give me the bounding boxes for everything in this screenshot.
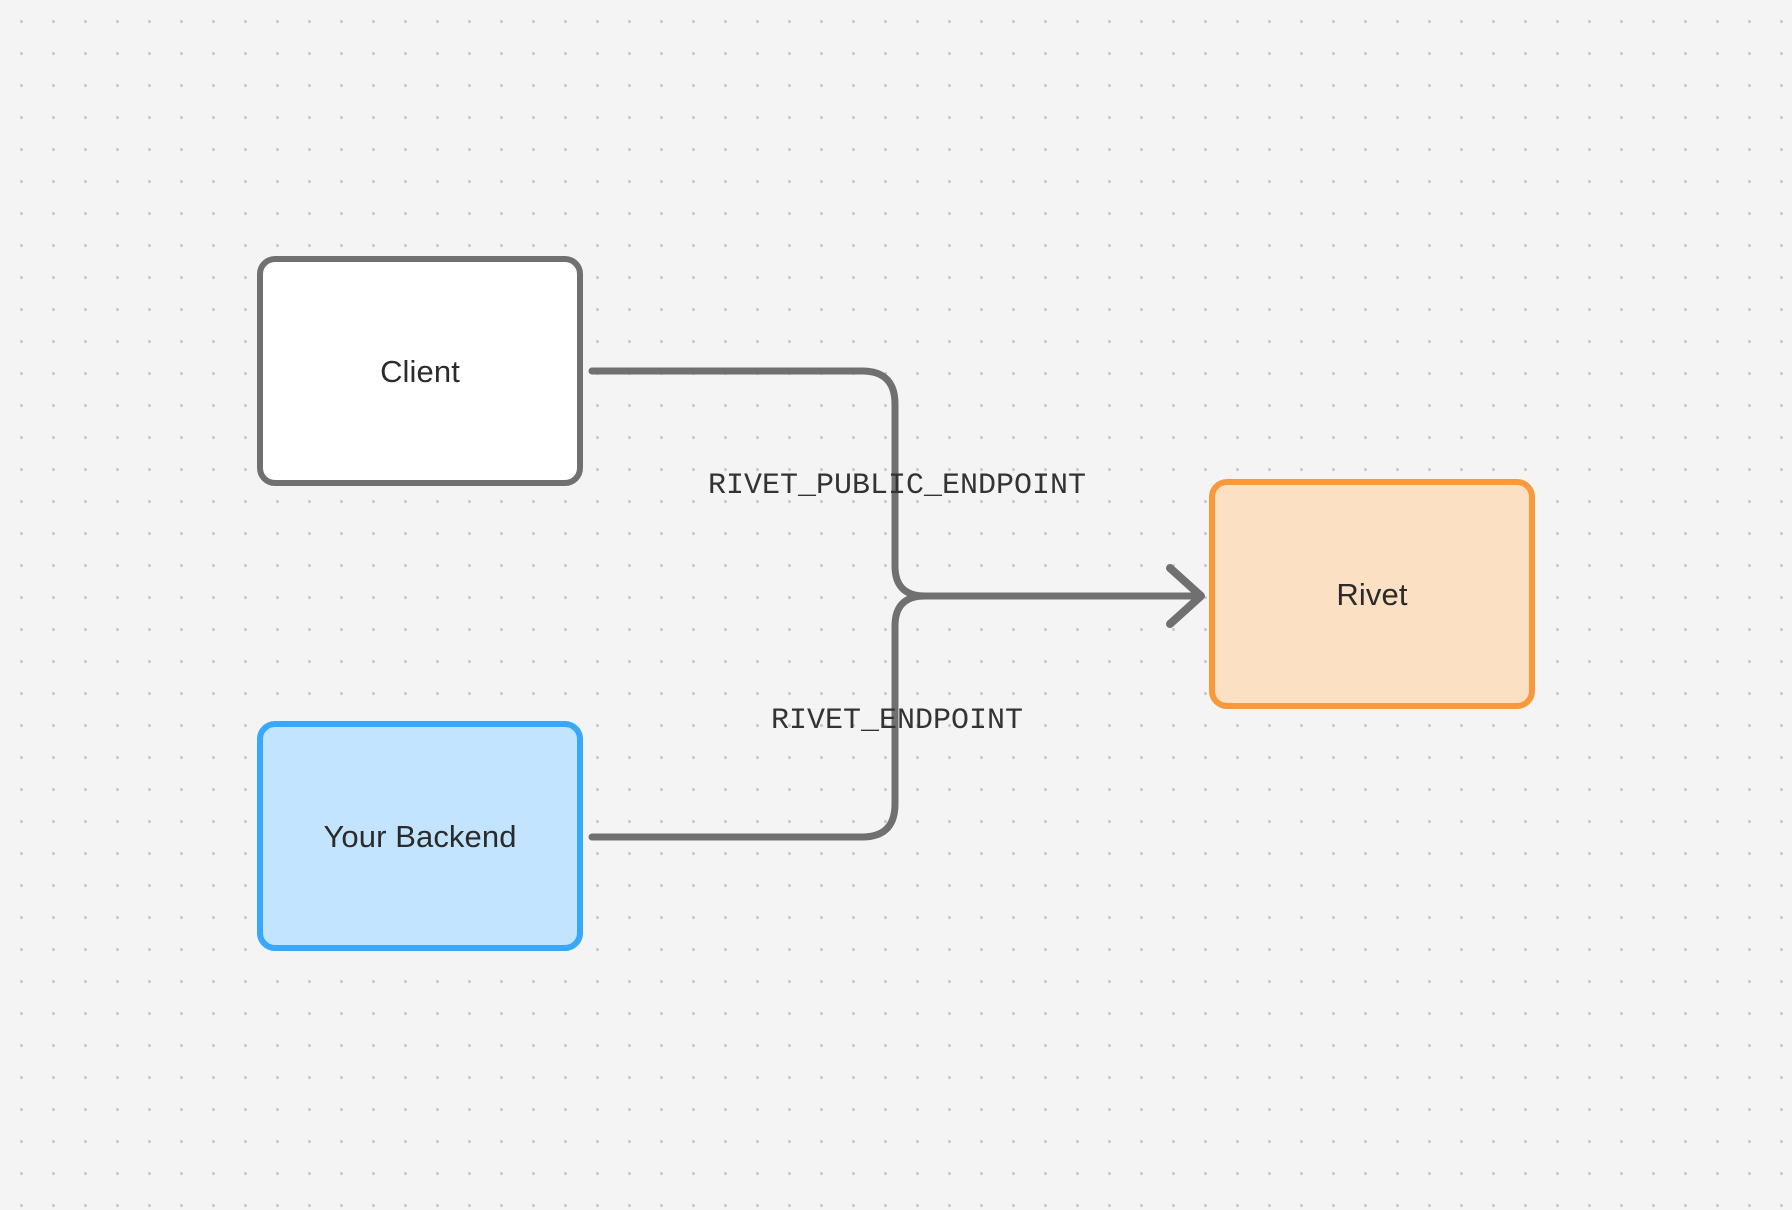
node-client[interactable]: Client <box>257 256 583 486</box>
edge-label-rivet-endpoint: RIVET_ENDPOINT <box>770 704 1024 738</box>
arrowhead-icon <box>1166 564 1205 628</box>
node-your-backend-label: Your Backend <box>323 818 517 854</box>
node-your-backend[interactable]: Your Backend <box>257 721 583 951</box>
edge-label-rivet-public-endpoint: RIVET_PUBLIC_ENDPOINT <box>707 469 1087 503</box>
node-rivet-label: Rivet <box>1336 576 1408 612</box>
node-rivet[interactable]: Rivet <box>1209 479 1535 709</box>
node-client-label: Client <box>380 353 460 389</box>
